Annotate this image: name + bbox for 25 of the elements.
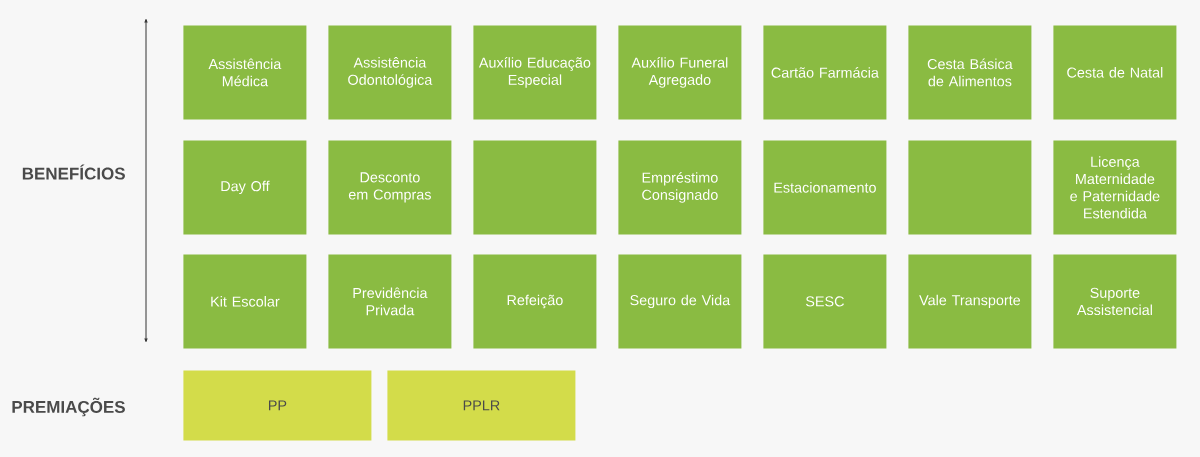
benefit-box: Cesta Básica de Alimentos <box>908 25 1032 120</box>
benefit-box: Day Off <box>183 140 307 235</box>
benefit-box: Empréstimo Consignado <box>618 140 742 235</box>
section-label: PREMIAÇÕES <box>12 397 125 417</box>
benefit-box: Licença Maternidade e Paternidade Estendida <box>1053 140 1177 235</box>
benefit-box: Auxílio Funeral Agregado <box>618 25 742 120</box>
benefit-box <box>908 140 1032 235</box>
benefit-box: Kit Escolar <box>183 254 307 349</box>
benefit-box: Cartão Farmácia <box>763 25 887 120</box>
award-box: PPLR <box>387 370 576 441</box>
benefit-box: Auxílio Educação Especial <box>473 25 597 120</box>
benefit-box: SESC <box>763 254 887 349</box>
benefit-box: Desconto em Compras <box>328 140 452 235</box>
award-box: PP <box>183 370 372 441</box>
benefit-box <box>473 140 597 235</box>
benefit-box: Assistência Odontológica <box>328 25 452 120</box>
benefit-box: Vale Transporte <box>908 254 1032 349</box>
benefit-box: Assistência Médica <box>183 25 307 120</box>
benefit-box: Suporte Assistencial <box>1053 254 1177 349</box>
benefit-box: Estacionamento <box>763 140 887 235</box>
benefit-box: Seguro de Vida <box>618 254 742 349</box>
section-label: BENEFÍCIOS <box>22 164 125 180</box>
benefit-box: Cesta de Natal <box>1053 25 1177 120</box>
benefit-box: Refeição <box>473 254 597 349</box>
benefit-box: Previdência Privada <box>328 254 452 349</box>
